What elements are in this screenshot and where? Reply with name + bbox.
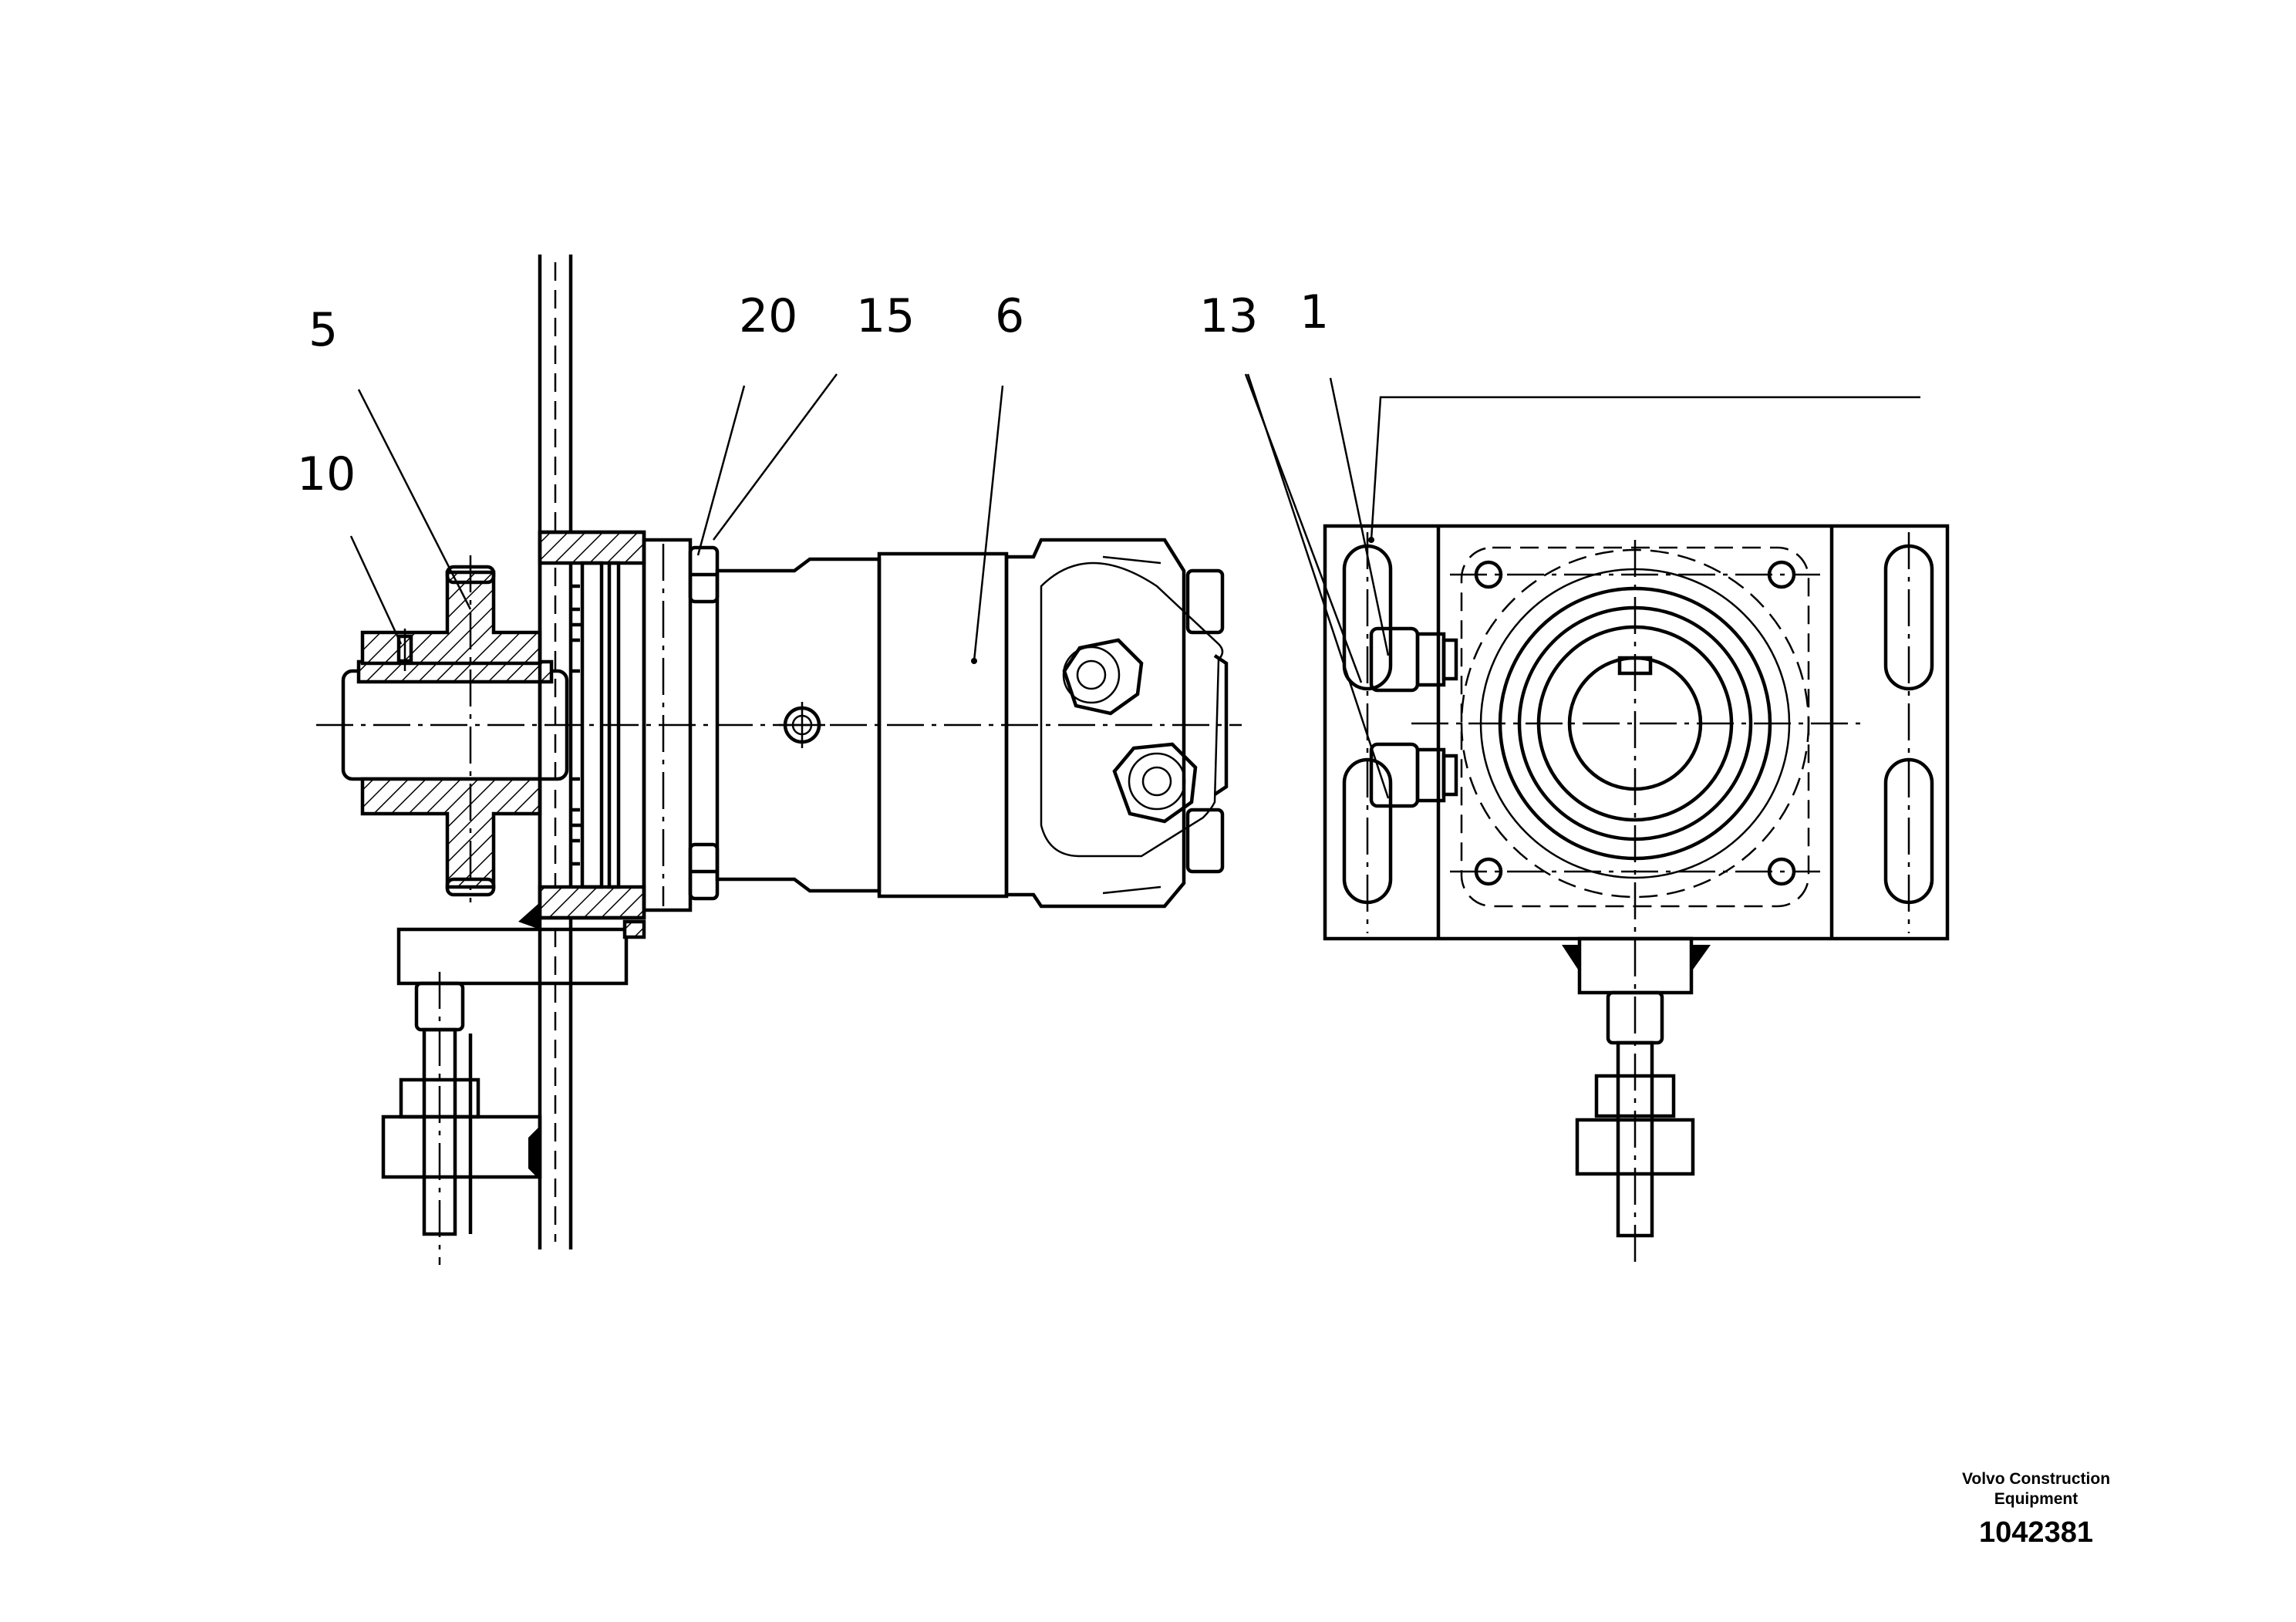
company-name: Volvo Construction Equipment (1961, 1470, 2111, 1508)
callout-10: 10 (297, 447, 356, 501)
shaft (341, 659, 569, 781)
document-number: 1042381 (1979, 1516, 2093, 1549)
side-view (316, 255, 1242, 1265)
adjusting-bolt (381, 972, 542, 1265)
callout-13: 13 (1199, 289, 1258, 343)
hydraulic-motor (715, 538, 1229, 909)
coupling-hub (360, 555, 542, 902)
callout-15: 15 (856, 289, 915, 343)
front-adjusting-bolt (1575, 990, 1695, 1238)
callout-5: 5 (308, 303, 338, 357)
support-bracket (396, 902, 646, 986)
front-view (1323, 524, 1950, 1265)
set-screw (396, 629, 413, 671)
callout-6: 6 (995, 289, 1024, 343)
callout-labels: 5 10 20 15 6 13 1 (297, 285, 1329, 501)
front-bracket (1562, 936, 1711, 995)
mounting-slots (1342, 532, 1934, 933)
hose-fittings (1368, 537, 1458, 808)
callout-1: 1 (1300, 285, 1329, 339)
callout-20: 20 (739, 289, 797, 343)
port-fittings (1062, 638, 1198, 824)
leader-lines (349, 373, 1920, 799)
